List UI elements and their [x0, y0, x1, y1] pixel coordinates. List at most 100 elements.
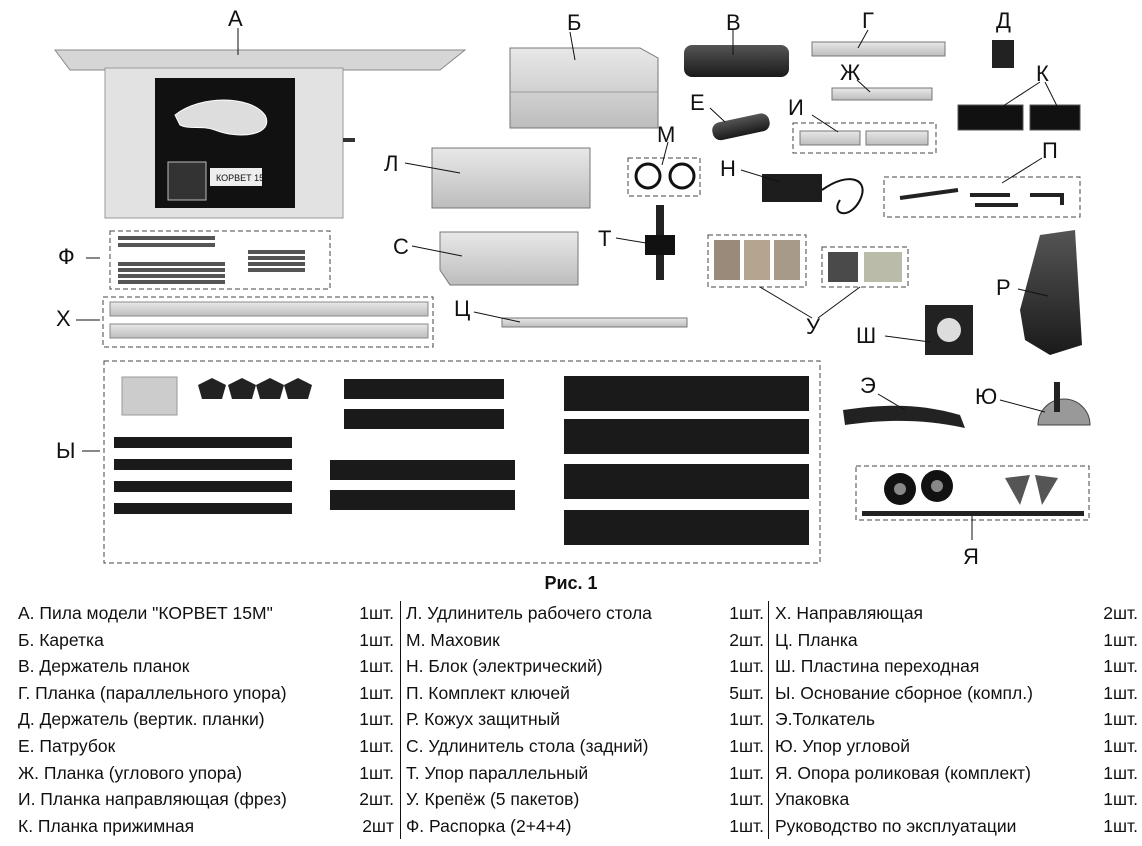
angle-bar-drawing: [831, 87, 933, 101]
parts-list-item: Э.Толкатель 1шт.: [775, 706, 1138, 732]
part-quantity: 1шт.: [1103, 815, 1138, 836]
label-ya: Я: [963, 544, 979, 569]
parts-list-item: Л. Удлинитель рабочего стола 1шт.: [406, 600, 764, 626]
label-k: К: [1036, 61, 1049, 86]
part-name: Ю. Упор угловой: [775, 736, 911, 756]
label-e2: Э: [860, 373, 876, 398]
part-quantity: 1шт.: [1103, 789, 1138, 810]
part-quantity: 5шт.: [729, 682, 764, 703]
part-quantity: 1шт.: [729, 789, 764, 810]
parts-list-item: Д. Держатель (вертик. планки)1шт.: [18, 706, 394, 732]
part-name: Л. Удлинитель рабочего стола: [406, 603, 652, 623]
parts-list-item: Руководство по эксплуатации 1шт.: [775, 813, 1138, 839]
part-quantity: 1шт.: [1103, 736, 1138, 756]
part-quantity: 1шт.: [1103, 709, 1138, 730]
label-x: Х: [56, 306, 71, 331]
label-e: Е: [690, 90, 705, 115]
parts-list-item: С. Удлинитель стола (задний)1шт.: [406, 733, 764, 759]
part-name: Н. Блок (электрический): [406, 656, 603, 677]
label-yu: Ю: [975, 384, 998, 409]
strip-drawing: [501, 317, 688, 328]
pusher-drawing: [843, 405, 965, 428]
part-name: Х. Направляющая: [775, 603, 924, 623]
part-quantity: 1шт.: [729, 815, 764, 836]
part-quantity: 2шт.: [729, 629, 764, 650]
part-quantity: 2шт.: [359, 789, 394, 810]
parts-list-item: Н. Блок (электрический) 1шт.: [406, 653, 764, 679]
part-name: Ы. Основание сборное (компл.): [775, 682, 1033, 703]
part-name: Ш. Пластина переходная: [775, 656, 980, 677]
electric-block-drawing: [762, 174, 822, 202]
figure-caption: Рис. 1: [544, 573, 598, 593]
part-name: Ф. Распорка (2+4+4): [406, 815, 572, 836]
part-name: М. Маховик: [406, 629, 500, 650]
label-zh: Ж: [840, 60, 861, 85]
part-quantity: 1шт.: [729, 656, 764, 677]
angle-stop-drawing: [1037, 382, 1091, 426]
label-f: Ф: [58, 244, 75, 269]
label-m: М: [657, 122, 676, 147]
parts-list-item: В. Держатель планок 1шт.: [18, 653, 394, 679]
parts-list-item: К. Планка прижимная 2шт: [18, 813, 394, 839]
part-name: А. Пила модели "КОРВЕТ 15М": [18, 603, 273, 623]
part-quantity: 1шт.: [359, 762, 394, 783]
label-r: Р: [996, 275, 1011, 300]
label-s: С: [393, 234, 409, 259]
part-name: Д. Держатель (вертик. планки): [18, 709, 265, 730]
part-name: Ц. Планка: [775, 629, 858, 650]
part-quantity: 2шт.: [1103, 603, 1138, 623]
parts-list-item: Ф. Распорка (2+4+4) 1шт.: [406, 813, 764, 839]
part-name: Я. Опора роликовая (комплект): [775, 762, 1031, 783]
part-name: Руководство по эксплуатации: [775, 815, 1017, 836]
part-quantity: 1шт.: [1103, 682, 1138, 703]
part-quantity: 1шт.: [359, 682, 394, 703]
clamp-bar-2-drawing: [1029, 104, 1081, 131]
part-quantity: 1шт.: [729, 603, 764, 623]
parts-list-item: У. Крепёж (5 пакетов) 1шт.: [406, 786, 764, 812]
part-name: Э.Толкатель: [775, 709, 876, 730]
parts-list-item: П. Комплект ключей 5шт.: [406, 680, 764, 706]
label-y: Ы: [56, 438, 76, 463]
part-name: В. Держатель планок: [18, 656, 190, 677]
part-name: П. Комплект ключей: [406, 682, 570, 703]
part-quantity: 1шт.: [1103, 629, 1138, 650]
part-quantity: 1шт.: [1103, 762, 1138, 783]
parts-list-item: Ц. Планка 1шт.: [775, 627, 1138, 653]
part-name: Упаковка: [775, 789, 850, 810]
saw-body-drawing: КОРВЕТ 15М: [54, 49, 467, 219]
clamp-bar-1-drawing: [957, 104, 1024, 131]
parts-list-item: И. Планка направляющая (фрез) 2шт.: [18, 786, 394, 812]
part-name: И. Планка направляющая (фрез): [18, 789, 287, 810]
part-name: К. Планка прижимная: [18, 815, 195, 836]
column-divider: [400, 601, 401, 839]
part-name: Б. Каретка: [18, 629, 104, 650]
parts-list-item: Ю. Упор угловой 1шт.: [775, 733, 1138, 759]
label-l: Л: [384, 151, 399, 176]
parts-list-item: Я. Опора роликовая (комплект) 1шт.: [775, 760, 1138, 786]
part-quantity: 1шт.: [359, 603, 394, 623]
part-name: С. Удлинитель стола (задний): [406, 736, 649, 756]
label-v: В: [726, 10, 741, 35]
label-sh: Ш: [856, 323, 877, 348]
guard-drawing: [1020, 230, 1082, 355]
label-i: И: [788, 95, 804, 120]
part-quantity: 1шт.: [359, 656, 394, 677]
parts-drawing: КОРВЕТ 15М: [54, 28, 1091, 564]
part-name: Ж. Планка (углового упора): [18, 762, 243, 783]
label-d: Д: [996, 8, 1011, 33]
extension-drawing: [431, 147, 591, 209]
parts-list-item: Ж. Планка (углового упора) 1шт.: [18, 760, 394, 786]
label-n: Н: [720, 156, 736, 181]
nozzle-drawing: [712, 113, 770, 141]
parts-list-item: Упаковка 1шт.: [775, 786, 1138, 812]
part-quantity: 2шт: [362, 815, 394, 836]
column-divider: [768, 601, 769, 839]
part-name: Р. Кожух защитный: [406, 709, 561, 730]
vertical-holder-drawing: [992, 40, 1014, 68]
part-name: У. Крепёж (5 пакетов): [406, 789, 580, 810]
label-g: Г: [862, 8, 874, 33]
